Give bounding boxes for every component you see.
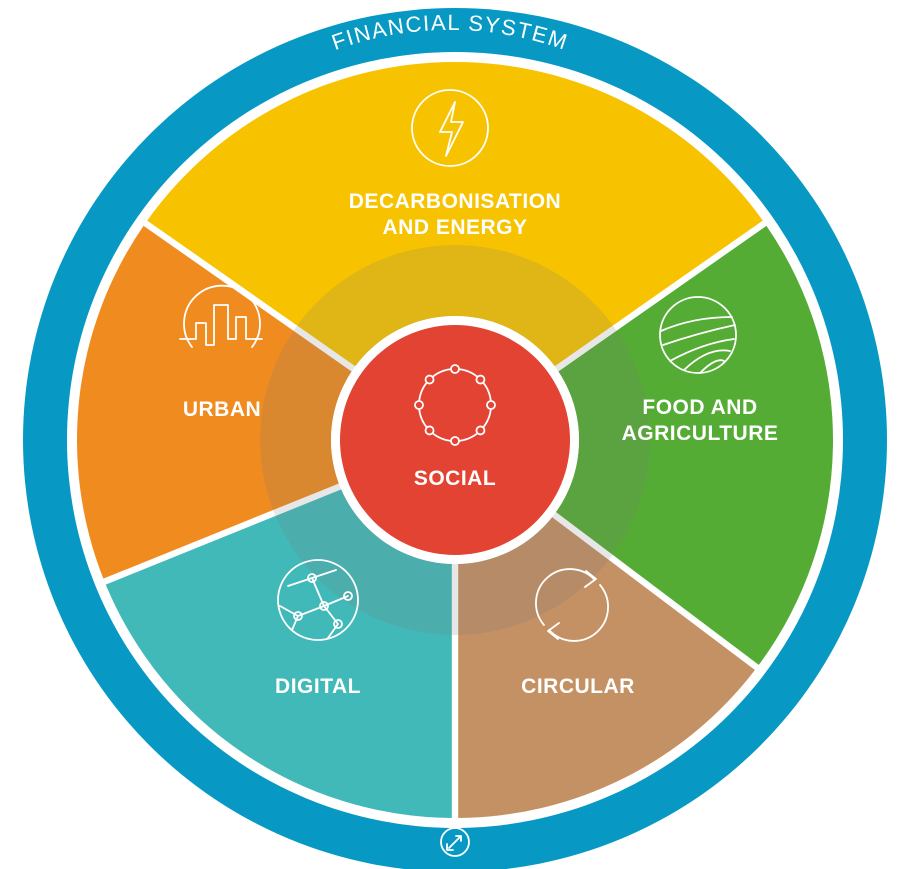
city-icon — [179, 284, 263, 348]
person-node — [475, 374, 486, 385]
recycle-arrows-icon — [535, 568, 609, 642]
urban-label: URBAN — [183, 398, 261, 421]
decarbonisation-label-line: AND ENERGY — [382, 216, 527, 239]
digital-label: DIGITAL — [275, 675, 361, 698]
segment-digital — [105, 489, 452, 818]
person-node — [486, 400, 496, 410]
person-node — [450, 436, 460, 446]
social-label: SOCIAL — [414, 467, 496, 490]
food-label-line: FOOD AND — [642, 396, 757, 419]
food-label: FOOD AND AGRICULTURE — [622, 396, 779, 445]
segment-food — [555, 225, 834, 665]
people-circle-icon — [414, 364, 496, 446]
field-icon — [659, 296, 737, 374]
sector-segments — [76, 61, 834, 818]
network-globe-icon — [277, 559, 359, 641]
decarbonisation-label-line: DECARBONISATION — [349, 190, 561, 213]
circular-label-line: CIRCULAR — [521, 675, 635, 698]
circular-label: CIRCULAR — [521, 675, 635, 698]
person-node — [414, 400, 424, 410]
person-node — [424, 374, 435, 385]
person-node — [424, 425, 435, 436]
person-node — [450, 364, 460, 374]
segment-decarbonisation — [147, 61, 763, 367]
lightning-icon — [411, 89, 489, 167]
food-label-line: AGRICULTURE — [622, 422, 779, 445]
decarbonisation-label: DECARBONISATION AND ENERGY — [349, 190, 561, 239]
digital-label-line: DIGITAL — [275, 675, 361, 698]
urban-label-line: URBAN — [183, 398, 261, 421]
person-node — [475, 425, 486, 436]
segment-circular — [458, 517, 755, 818]
finance-arrows-icon — [440, 827, 470, 857]
sector-labels: DECARBONISATION AND ENERGY FOOD AND AGRICUL… — [183, 190, 779, 698]
segment-urban — [76, 225, 352, 579]
